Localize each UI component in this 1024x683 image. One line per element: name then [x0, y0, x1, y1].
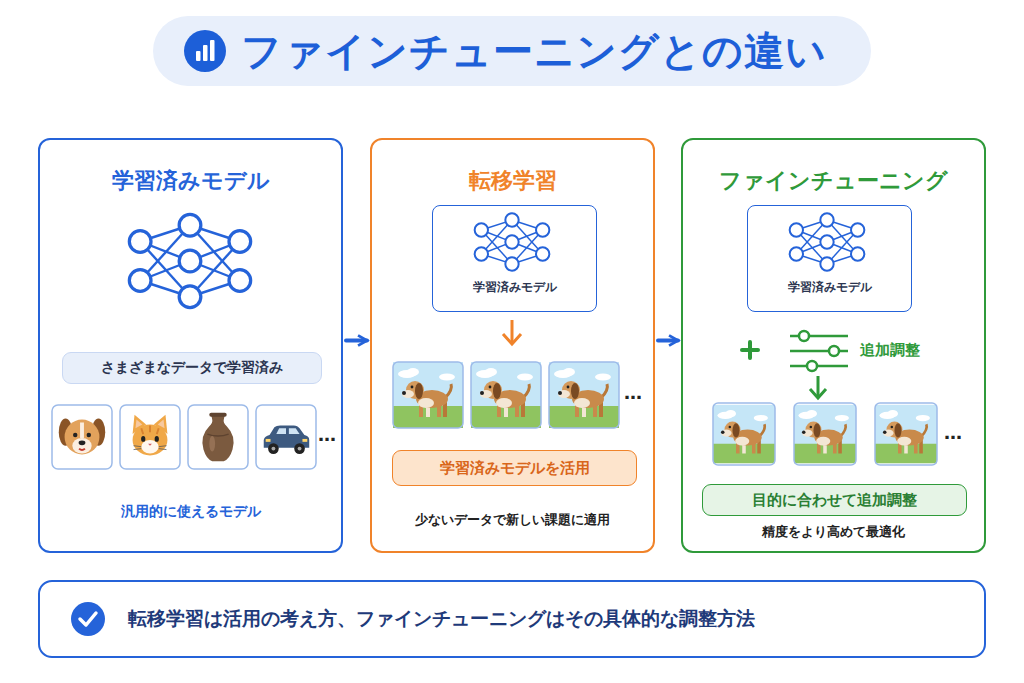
info-pill: さまざまなデータで学習済み [62, 352, 322, 384]
summary-text: 転移学習は活用の考え方、ファインチューニングはその具体的な調整方法 [128, 606, 755, 632]
panel-heading: ファインチューニング [683, 166, 984, 195]
pill-text: さまざまなデータで学習済み [101, 359, 283, 377]
panel-note: 精度をより高めて最適化 [683, 524, 984, 541]
transfer-panel: 転移学習少ないデータで新しい課題に適用学習済みモデル学習済みモデルを活用 [370, 138, 655, 553]
panel-note: 汎用的に使えるモデル [40, 502, 341, 521]
network-icon [475, 213, 550, 270]
ellipsis: … [944, 422, 962, 443]
check-icon [70, 601, 106, 637]
chart-icon [183, 29, 227, 73]
ellipsis: … [624, 382, 642, 403]
network-icon [129, 214, 250, 307]
slider-icon [790, 331, 848, 371]
finetune-panel: ファインチューニング精度をより高めて最適化 学習済みモデル目的に合わせて追加調整 [681, 138, 986, 553]
info-pill: 目的に合わせて追加調整 [702, 484, 967, 516]
panel-heading: 転移学習 [372, 166, 653, 195]
sample-images [52, 405, 316, 469]
model-box: 学習済みモデル [747, 205, 912, 312]
box-label: 学習済みモデル [748, 280, 911, 295]
panel-note: 少ないデータで新しい課題に適用 [372, 512, 653, 529]
flow-arrow [658, 339, 678, 343]
box-label: 学習済みモデル [433, 280, 596, 295]
adjust-label: 追加調整 [860, 341, 920, 360]
down-arrow [503, 320, 521, 344]
flow-arrow [346, 339, 367, 343]
pill-text: 目的に合わせて追加調整 [752, 491, 917, 510]
pill-text: 学習済みモデルを活用 [440, 459, 590, 478]
title-text: ファインチューニングとの違い [241, 24, 827, 79]
down-arrow [810, 376, 826, 398]
network-icon [790, 213, 865, 270]
ellipsis: … [318, 424, 336, 445]
summary-bar: 転移学習は活用の考え方、ファインチューニングはその具体的な調整方法 [38, 580, 986, 658]
dog-images [393, 362, 619, 428]
info-pill: 学習済みモデルを活用 [392, 450, 637, 486]
panel-heading: 学習済みモデル [40, 166, 341, 195]
title-pill: ファインチューニングとの違い [153, 16, 871, 86]
model-box: 学習済みモデル [432, 205, 597, 312]
dog-images [713, 403, 937, 465]
plus-sign [742, 342, 758, 358]
model-panel: 学習済みモデル汎用的に使えるモデルさまざまなデータで学習済み [38, 138, 343, 553]
